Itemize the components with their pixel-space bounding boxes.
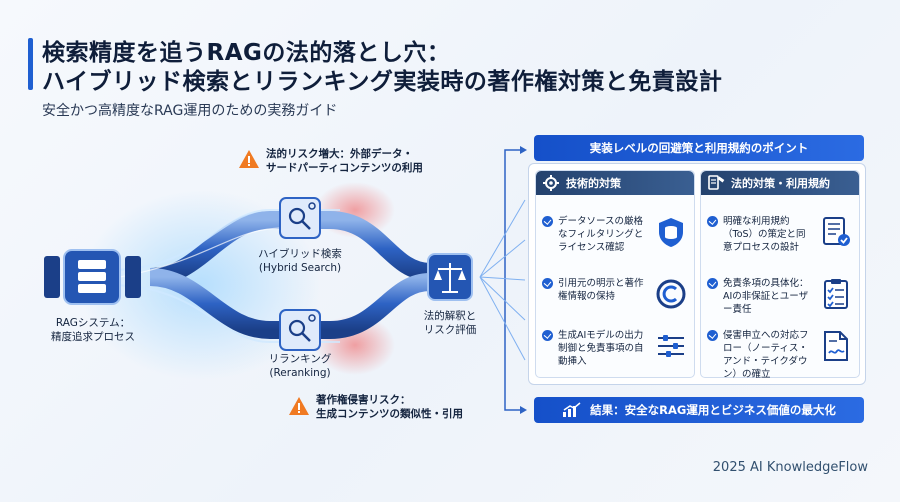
- check-icon: [542, 278, 553, 289]
- rag-system-node: [44, 249, 141, 305]
- legal-evaluation-label: 法的解釈と リスク評価: [423, 310, 477, 336]
- gear-icon: [543, 175, 559, 191]
- contract-icon: [823, 217, 850, 246]
- countermeasures-banner: 実装レベルの回避策と利用規約のポイント: [534, 135, 864, 161]
- light-streak-1: [109, 209, 340, 271]
- check-icon: [542, 330, 553, 341]
- fan-line-3: [479, 276, 526, 281]
- page-title-line-1: 検索精度を追うRAGの法的落とし穴：: [42, 40, 451, 66]
- technical-measures-header: 技術的対策: [536, 171, 694, 195]
- connector-to-bottom-banner: [504, 277, 525, 411]
- light-streak-3: [119, 227, 281, 278]
- pipe-lower-branch: [149, 268, 431, 339]
- signed-document-icon: [824, 331, 848, 361]
- warning-icon: [289, 397, 309, 415]
- countermeasures-panel: 技術的対策 データソースの厳格なフィルタリングとライセンス確認 引用元の明示と著…: [528, 163, 866, 385]
- checklist-icon: [824, 279, 848, 309]
- rag-system-label: RAGシステム： 精度追求プロセス: [51, 317, 135, 343]
- page-subtitle: 安全かつ高精度なRAG運用のための実務ガイド: [42, 103, 338, 119]
- page-title-line-2: ハイブリッド検索とリランキング実装時の著作権対策と免責設計: [42, 69, 723, 95]
- check-icon: [707, 330, 718, 341]
- hybrid-search-node: [279, 197, 321, 239]
- sliders-icon: [658, 335, 684, 357]
- fan-line-5: [479, 276, 526, 361]
- warning-icon: [239, 150, 259, 168]
- copyright-icon: [656, 279, 686, 309]
- risk-external-label: 法的リスク増大：外部データ・ サードパーティコンテンツの利用: [266, 148, 423, 174]
- technical-measures-column: 技術的対策 データソースの厳格なフィルタリングとライセンス確認 引用元の明示と著…: [535, 170, 695, 378]
- legal-measures-column: 法的対策・利用規約 明確な利用規約（ToS）の策定と同意プロセスの設計 免責条項…: [700, 170, 860, 380]
- fan-line-2: [479, 239, 526, 278]
- fan-line-4: [479, 276, 526, 321]
- shield-database-icon: [659, 218, 683, 247]
- growth-chart-icon: [563, 402, 581, 417]
- footer-credit: 2025 AI KnowledgeFlow: [712, 460, 868, 475]
- check-icon: [542, 216, 553, 227]
- light-streak-2: [109, 284, 340, 343]
- gavel-document-icon: [708, 175, 725, 190]
- check-icon: [707, 278, 718, 289]
- legal-measures-header: 法的対策・利用規約: [701, 171, 859, 195]
- pipe-upper-branch: [149, 211, 431, 286]
- risk-copyright-label: 著作権侵害リスク： 生成コンテンツの類似性・引用: [316, 394, 463, 420]
- rag-flow-diagram: [44, 146, 527, 414]
- hybrid-search-label: ハイブリッド検索 (Hybrid Search): [258, 248, 342, 274]
- legal-evaluation-node: [427, 253, 473, 301]
- title-accent-bar: [28, 38, 33, 90]
- reranking-node: [279, 309, 321, 351]
- result-banner: 結果：安全なRAG運用とビジネス価値の最大化: [534, 397, 864, 423]
- reranking-label: リランキング (Reranking): [268, 353, 332, 379]
- check-icon: [707, 216, 718, 227]
- fan-line-1: [479, 199, 526, 278]
- connector-to-top-banner: [504, 149, 525, 277]
